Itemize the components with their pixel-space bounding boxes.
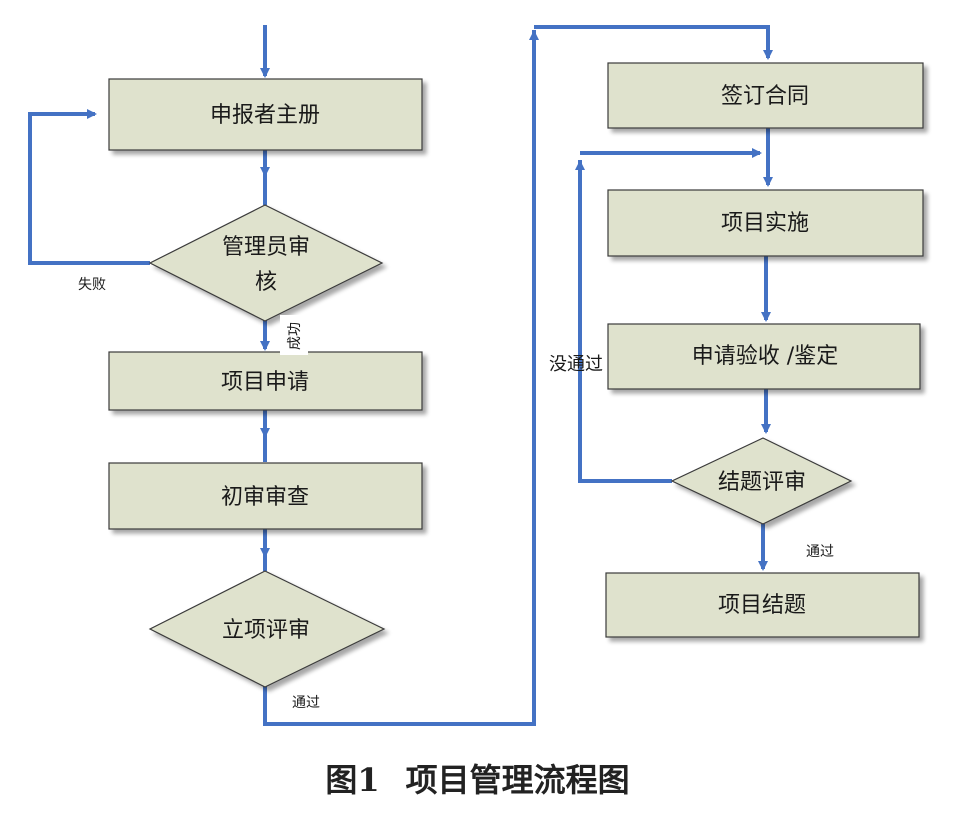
edge-label-not-passed: 没通过 [549, 354, 603, 375]
node-project-implement-label: 项目实施 [721, 211, 809, 236]
node-acceptance-box [607, 323, 921, 390]
figure-title: 项目管理流程图 [405, 761, 630, 799]
arrow-fail-loop [28, 109, 150, 265]
figure-caption: 图1 项目管理流程图 [0, 755, 955, 801]
node-register-box [108, 78, 423, 151]
node-admin-review-diamond [148, 204, 384, 322]
figure-number: 图1 [325, 761, 380, 799]
node-sign-contract-label: 签订合同 [721, 84, 809, 109]
node-initial-review-box [108, 462, 423, 530]
node-project-close-box [605, 572, 920, 638]
arrow-not-passed-loop [578, 160, 672, 483]
edge-label-success: 成功 [287, 322, 303, 350]
success-label-bg [280, 315, 308, 355]
node-sign-contract-box [607, 62, 924, 129]
node-project-apply-label: 项目申请 [221, 370, 309, 395]
node-initial-review-label: 初审审查 [221, 485, 309, 510]
edge-label-fail: 失败 [78, 277, 106, 293]
node-acceptance-label: 申请验收 /鉴定 [692, 344, 838, 369]
node-project-close-label: 项目结题 [718, 593, 806, 618]
node-register-label: 申报者主册 [210, 103, 320, 128]
arrow-top-to-contract [534, 25, 773, 60]
edge-label-passed-1: 通过 [292, 695, 320, 711]
node-closing-review-diamond [670, 437, 853, 525]
node-project-review-diamond [148, 570, 386, 688]
node-admin-review-label-line2: 核 [255, 270, 277, 295]
node-project-implement-box [607, 189, 924, 257]
node-admin-review-label-line1: 管理员审 [222, 235, 310, 260]
node-project-review-label: 立项评审 [222, 618, 310, 643]
node-project-apply-box [108, 351, 423, 411]
edge-label-passed-2: 通过 [806, 544, 834, 560]
arrow-review-to-contract [263, 30, 536, 726]
node-closing-review-label: 结题评审 [718, 470, 806, 495]
